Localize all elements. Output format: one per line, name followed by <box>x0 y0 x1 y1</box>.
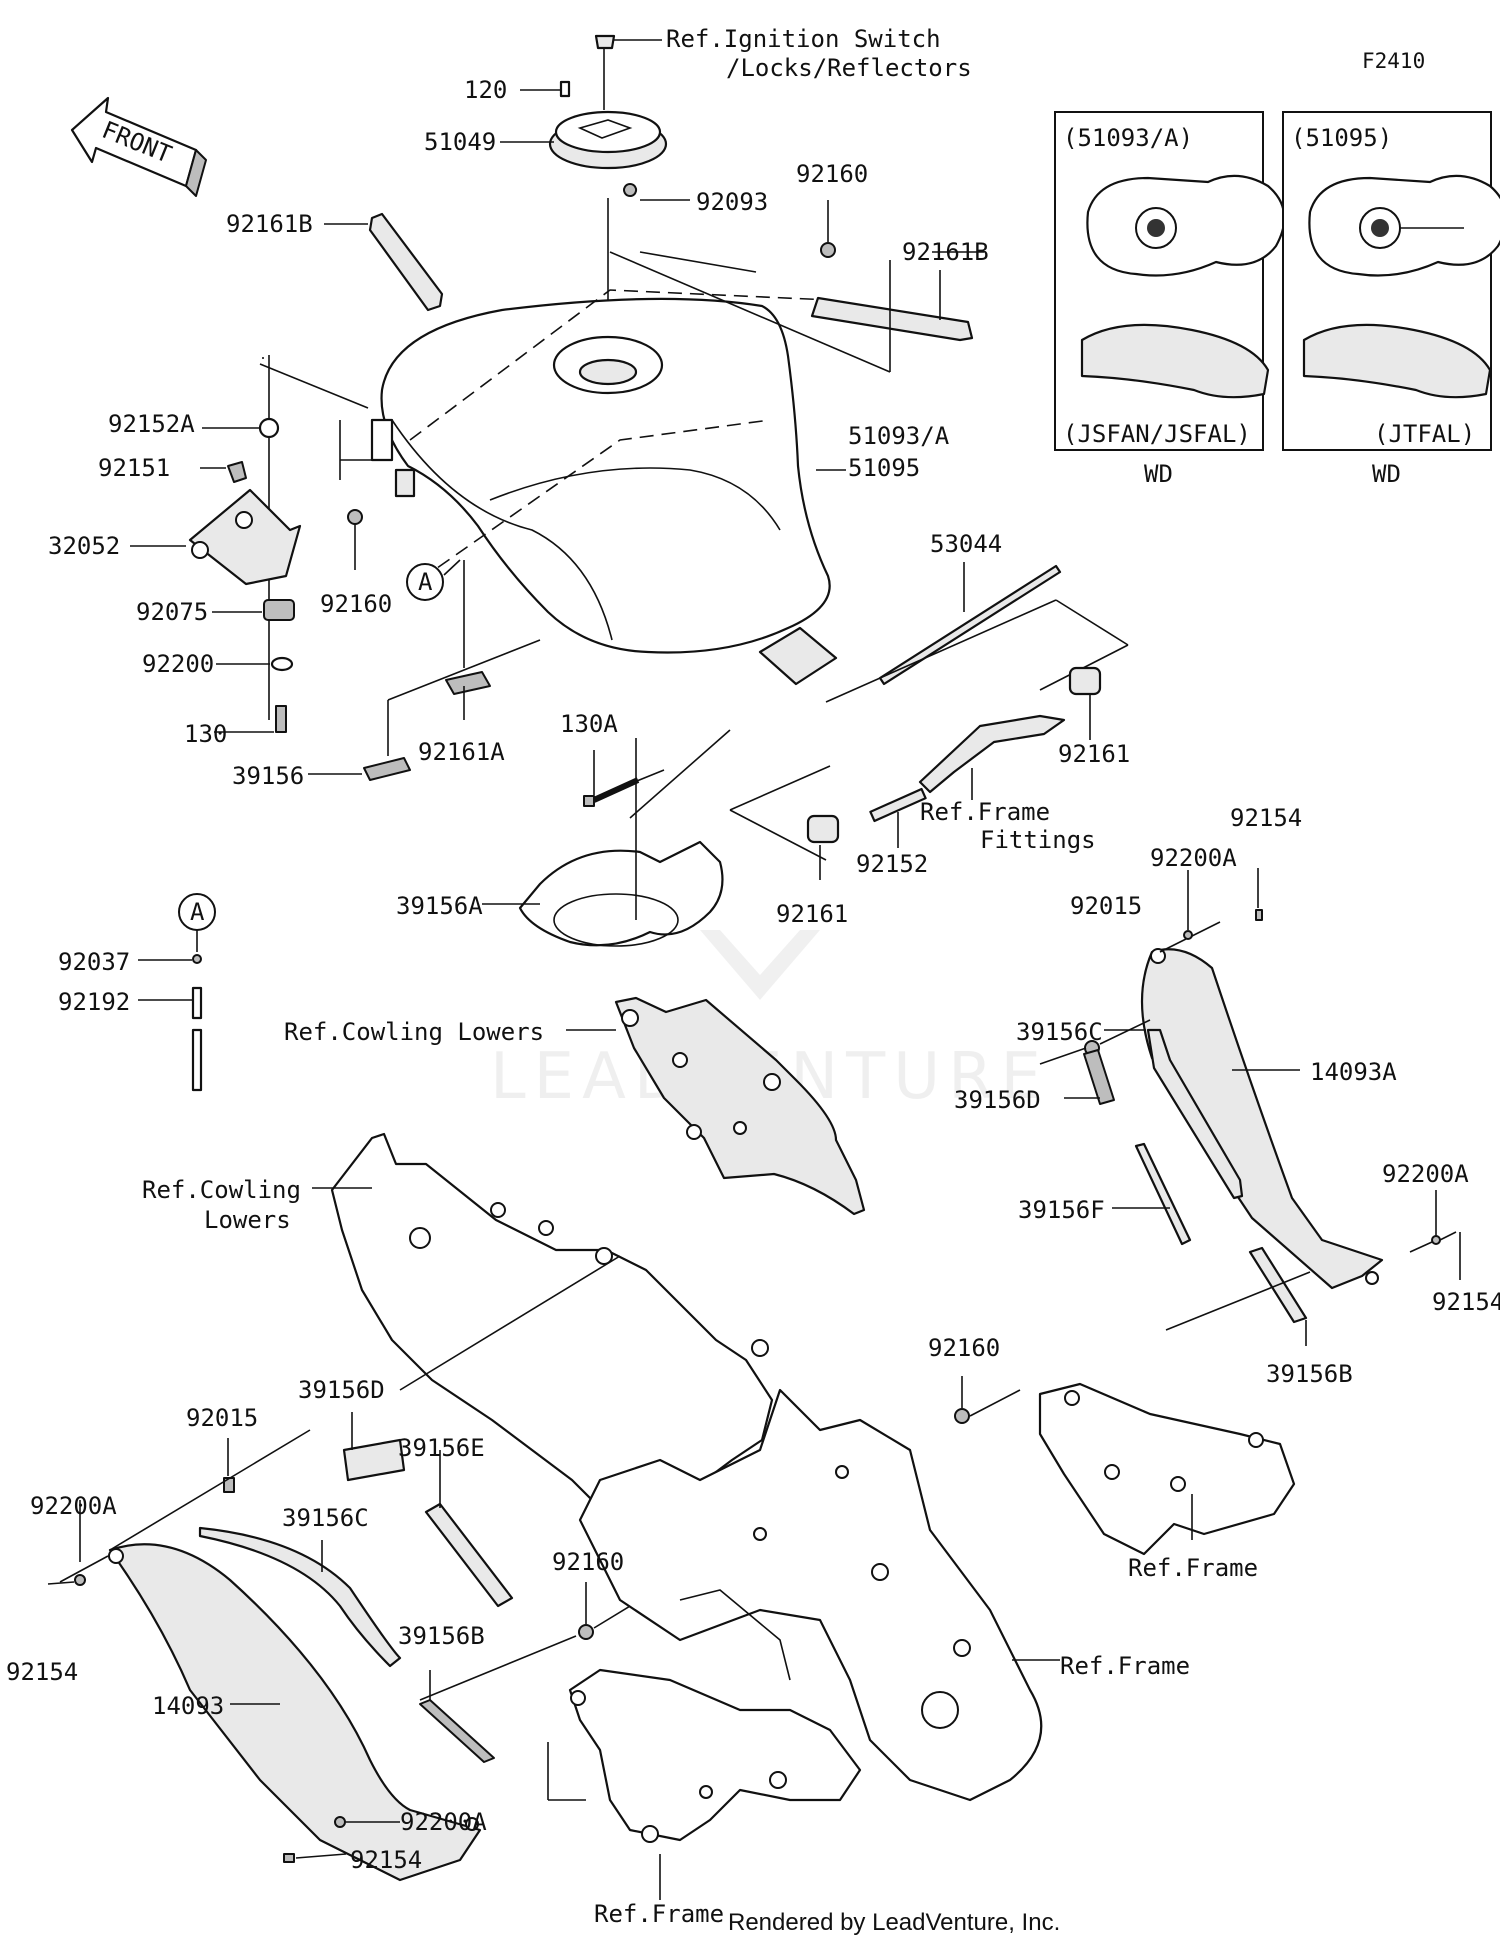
callout-92154-r1: 92154 <box>1230 804 1302 832</box>
callout-39156e: 39156E <box>398 1434 485 1462</box>
callout-92200: 92200 <box>142 650 214 678</box>
frame-main <box>578 1388 1060 1802</box>
bolt-130a <box>583 750 640 807</box>
callout-ref-cowling-lowers-2: Lowers <box>204 1206 291 1234</box>
trim-strips-left <box>47 1412 514 1863</box>
variant-models: (JTFAL) <box>1374 420 1475 448</box>
callout-14093: 14093 <box>152 1692 224 1720</box>
pad-39156 <box>308 639 541 781</box>
figure-code: F2410 <box>1362 49 1425 73</box>
callout-53044: 53044 <box>930 530 1002 558</box>
callout-ref-frame-r: Ref.Frame <box>1128 1554 1258 1582</box>
callout-92037: 92037 <box>58 948 130 976</box>
callout-39156b-l: 39156B <box>398 1622 485 1650</box>
callout-92161-mid: 92161 <box>776 900 848 928</box>
callout-labels: Ref.Ignition Switch /Locks/Reflectors 12… <box>6 25 1500 1928</box>
callout-92160-top: 92160 <box>796 160 868 188</box>
callout-92160-left: 92160 <box>320 590 392 618</box>
cowling-lower-upper <box>566 996 866 1216</box>
grommet-92160-left <box>347 509 363 570</box>
callout-39156d-r: 39156D <box>954 1086 1041 1114</box>
callout-92161b-right: 92161B <box>902 238 989 266</box>
callout-92015-r: 92015 <box>1070 892 1142 920</box>
side-cover-14093a <box>1039 868 1384 1290</box>
callout-a-tank: A <box>418 568 433 596</box>
callout-92200a-r1: 92200A <box>1150 844 1237 872</box>
tank-leaders <box>259 251 891 471</box>
callout-92200a-bottom: 92200A <box>400 1808 487 1836</box>
grommet-92160-top <box>820 200 836 258</box>
callout-51049: 51049 <box>424 128 496 156</box>
marker-a-left <box>138 893 216 1092</box>
trim-strips-right <box>1064 1028 1461 1346</box>
callout-39156c-l: 39156C <box>282 1504 369 1532</box>
callout-39156: 39156 <box>232 762 304 790</box>
callout-92152: 92152 <box>856 850 928 878</box>
front-arrow-icon: FRONT <box>70 96 207 197</box>
callout-92154-bottom: 92154 <box>350 1846 422 1874</box>
bracket-32052-stack <box>130 355 390 733</box>
callout-51095: 51095 <box>848 454 920 482</box>
callout-51093a: 51093/A <box>848 422 950 450</box>
footer-credit: Rendered by LeadVenture, Inc. <box>728 1909 1060 1936</box>
callout-39156a: 39156A <box>396 892 483 920</box>
callout-ref-frame-bottom: Ref.Frame <box>594 1900 724 1928</box>
bracket-92161b-left <box>324 212 444 312</box>
callout-14093a: 14093A <box>1310 1058 1397 1086</box>
callout-39156c-r: 39156C <box>1016 1018 1103 1046</box>
bracket-92161b-right <box>810 251 984 342</box>
rubber-strip-53044 <box>878 562 1062 686</box>
frame-right <box>1038 1382 1296 1556</box>
callout-92152a: 92152A <box>108 410 195 438</box>
callout-92161-right: 92161 <box>1058 740 1130 768</box>
callout-32052: 32052 <box>48 532 120 560</box>
side-cover-14093 <box>59 1543 482 1882</box>
callout-92200a-l: 92200A <box>30 1492 117 1520</box>
callout-92075: 92075 <box>136 598 208 626</box>
fuel-tank <box>370 289 838 686</box>
callout-92154-r2: 92154 <box>1432 1288 1500 1316</box>
callout-ref-ignition-2: /Locks/Reflectors <box>726 54 972 82</box>
frame-bottom <box>547 1668 862 1900</box>
variant-caption: WD <box>1144 460 1173 488</box>
callout-92160-low: 92160 <box>552 1548 624 1576</box>
callout-92154-l: 92154 <box>6 1658 78 1686</box>
callout-ref-frame-fittings-2: Fittings <box>980 826 1096 854</box>
variant-caption: WD <box>1372 460 1401 488</box>
callout-92015-l: 92015 <box>186 1404 258 1432</box>
callout-92200a-r2: 92200A <box>1382 1160 1469 1188</box>
grommet-92160-low <box>419 1582 641 1701</box>
callout-92161a: 92161A <box>418 738 505 766</box>
callout-ref-cowling-lowers-1: Ref.Cowling <box>142 1176 301 1204</box>
marker-a-tank <box>406 559 461 601</box>
pad-92161a <box>445 560 491 720</box>
variant-models: (JSFAN/JSFAL) <box>1063 420 1251 448</box>
callout-92151: 92151 <box>98 454 170 482</box>
heat-shield-39156a <box>482 729 731 947</box>
callout-ref-cowling-lowers-top: Ref.Cowling Lowers <box>284 1018 544 1046</box>
callout-130: 130 <box>184 720 227 748</box>
callout-ref-frame-fittings-1: Ref.Frame <box>920 798 1050 826</box>
callout-ref-ignition-1: Ref.Ignition Switch <box>666 25 941 53</box>
callout-92093: 92093 <box>696 188 768 216</box>
callout-a-left: A <box>190 898 205 926</box>
callout-92192: 92192 <box>58 988 130 1016</box>
callout-92160-mid: 92160 <box>928 1334 1000 1362</box>
grommet-92160-mid <box>954 1376 1021 1424</box>
cowling-lower-large <box>312 1132 774 1542</box>
callout-92161b-left: 92161B <box>226 210 313 238</box>
variant-code: (51093/A) <box>1063 124 1193 152</box>
callout-ref-frame-mid: Ref.Frame <box>1060 1652 1190 1680</box>
callout-120: 120 <box>464 76 507 104</box>
callout-39156b-r: 39156B <box>1266 1360 1353 1388</box>
callout-39156f: 39156F <box>1018 1196 1105 1224</box>
rear-mount-area <box>589 599 1129 880</box>
callout-39156d-l: 39156D <box>298 1376 385 1404</box>
variant-code: (51095) <box>1291 124 1392 152</box>
variant-box-51093a: (51093/A) (JSFAN/JSFAL) WD <box>1054 111 1286 488</box>
callout-130a: 130A <box>560 710 618 738</box>
variant-box-51095: (51095) (JTFAL) WD <box>1282 111 1500 488</box>
fuel-cap-assembly <box>500 34 690 300</box>
